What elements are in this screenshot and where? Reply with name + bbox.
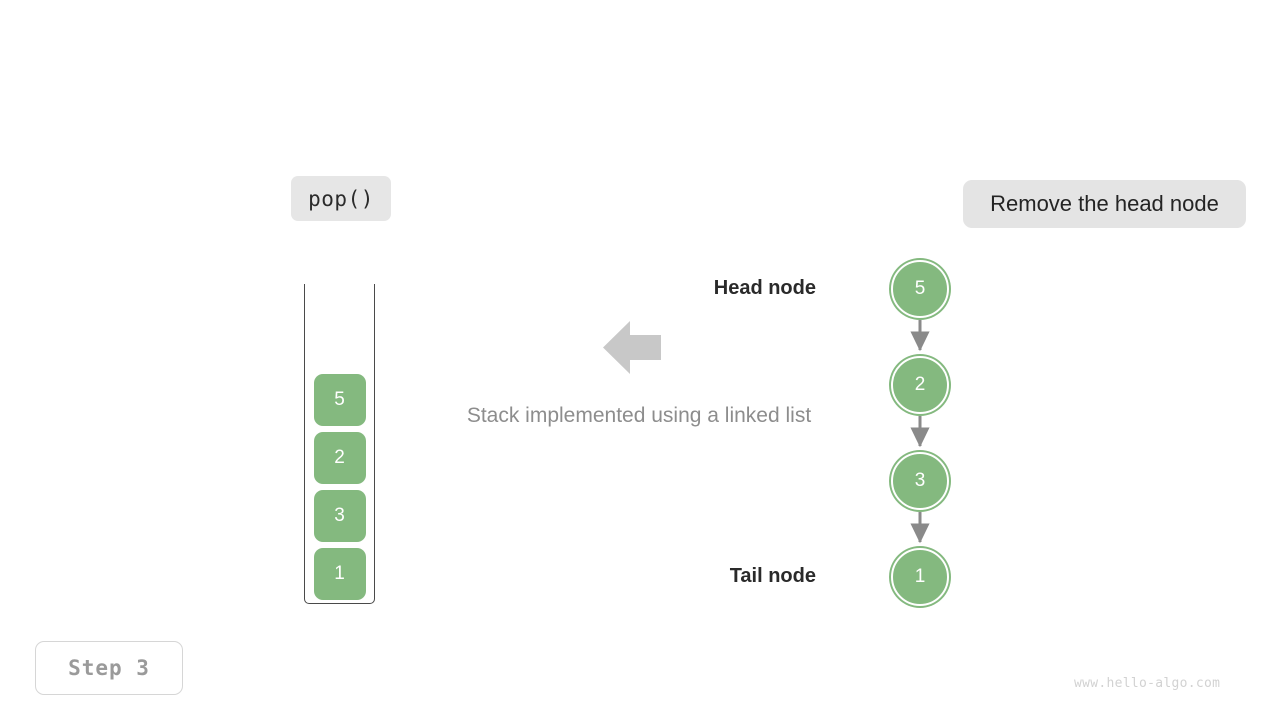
list-node-value: 2 — [914, 374, 926, 395]
head-node-label: Head node — [713, 277, 816, 299]
operation-badge-label: pop() — [308, 186, 374, 211]
stack-cell: 2 — [313, 432, 366, 484]
list-node-value: 3 — [914, 470, 926, 491]
action-badge: Remove the head node — [963, 180, 1246, 228]
list-node: 1 — [891, 548, 949, 606]
stack-cell-value: 2 — [334, 447, 345, 468]
stack-cell-value: 5 — [334, 389, 345, 410]
stack-cell: 1 — [313, 548, 366, 600]
watermark: www.hello-algo.com — [1074, 676, 1221, 691]
stack-cell-list: 5 2 3 1 — [304, 374, 375, 600]
left-arrow-icon — [603, 321, 661, 374]
stack-diagram: 5 2 3 1 — [304, 284, 375, 604]
diagram-caption-text: Stack implemented using a linked list — [466, 404, 812, 427]
linked-list-diagram: 5 2 3 1 — [860, 250, 990, 620]
diagram-caption: Stack implemented using a linked list — [0, 404, 1280, 428]
stack-cell: 3 — [313, 490, 366, 542]
step-badge: Step 3 — [35, 641, 183, 695]
list-node: 5 — [891, 260, 949, 318]
operation-badge-pop: pop() — [291, 176, 391, 221]
list-node: 3 — [891, 452, 949, 510]
list-node-value: 5 — [914, 278, 926, 299]
stack-container-outline — [304, 284, 375, 604]
list-node-value: 1 — [914, 566, 926, 587]
action-badge-label: Remove the head node — [990, 191, 1219, 216]
tail-node-label: Tail node — [729, 565, 816, 587]
list-node: 2 — [891, 356, 949, 414]
stack-cell-value: 3 — [334, 505, 345, 526]
stack-cell: 5 — [313, 374, 366, 426]
stack-cell-value: 1 — [334, 563, 345, 584]
step-badge-label: Step 3 — [68, 656, 150, 680]
linked-list-connectors — [910, 320, 930, 544]
